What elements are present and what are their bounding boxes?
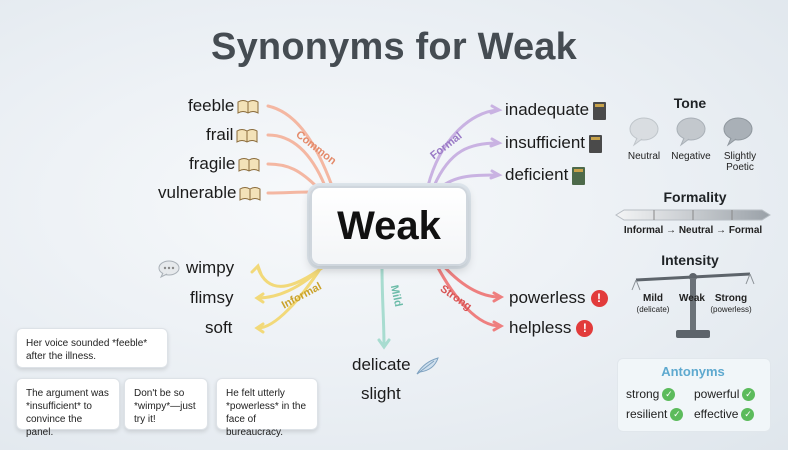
tone-neutral: Neutral xyxy=(627,151,661,162)
page-title: Synonyms for Weak xyxy=(211,26,577,68)
check-icon: ✓ xyxy=(741,408,755,422)
tone-negative: Negative xyxy=(671,151,711,162)
arrow-mild xyxy=(377,338,391,350)
tone-title: Tone xyxy=(673,95,707,111)
intensity-mild-sub: (delicate) xyxy=(636,305,670,314)
example-note-2: The argument was *insufficient* to convi… xyxy=(16,378,120,438)
word-common-4: vulnerable xyxy=(158,183,261,203)
antonyms-title: Antonyms xyxy=(661,364,725,379)
check-icon: ✓ xyxy=(662,388,676,402)
connector-common-3 xyxy=(266,162,320,190)
closed-book-icon xyxy=(593,101,607,120)
connector-common-1 xyxy=(266,104,334,188)
word-informal-1: wimpy xyxy=(158,258,234,278)
word-informal-2: flimsy xyxy=(190,288,234,307)
example-note-3: Don't be so *wimpy*—just try it! xyxy=(124,378,208,430)
antonym-effective: effective✓ xyxy=(694,407,764,422)
tone-bubbles xyxy=(629,117,753,147)
connector-formal-1 xyxy=(426,108,500,188)
arrow-formal-2 xyxy=(489,137,503,148)
center-word: Weak xyxy=(310,186,468,266)
word-mild-1: delicate xyxy=(352,355,440,376)
connector-mild xyxy=(380,264,386,348)
word-formal-3: deficient xyxy=(505,165,587,186)
exclamation-icon: ! xyxy=(576,320,594,338)
tone-slightly-poetic: Slightly Poetic xyxy=(723,151,757,173)
closed-book-icon xyxy=(589,134,603,153)
intensity-title: Intensity xyxy=(661,252,719,268)
antonym-strong: strong✓ xyxy=(626,387,690,402)
poetic-bubble-icon xyxy=(723,117,753,147)
arrow-formal-1 xyxy=(489,104,503,115)
formality-scale-bar xyxy=(615,209,771,221)
word-common-1: feeble xyxy=(188,96,259,116)
arrow-strong-2 xyxy=(492,320,505,332)
arrow-informal-3 xyxy=(254,322,265,334)
word-informal-3: soft xyxy=(205,318,233,337)
antonym-resilient: resilient✓ xyxy=(626,407,690,422)
antonym-powerful: powerful✓ xyxy=(694,387,764,402)
formality-scale-label: Informal → Neutral → Formal xyxy=(623,225,763,236)
closed-book-icon xyxy=(572,166,586,185)
arrow-formal-3 xyxy=(489,169,503,180)
open-book-icon xyxy=(237,99,259,114)
word-mild-2: slight xyxy=(361,384,401,403)
check-icon: ✓ xyxy=(742,388,756,402)
connector-strong-1 xyxy=(438,260,502,299)
open-book-icon xyxy=(239,186,261,201)
connector-formal-3 xyxy=(438,173,500,190)
connector-common-2 xyxy=(266,133,327,188)
intensity-mild-label: Mild xyxy=(643,293,663,304)
speech-bubble-icon xyxy=(158,260,180,278)
connector-strong-2 xyxy=(434,262,502,328)
word-formal-1: inadequate xyxy=(505,100,608,121)
check-icon: ✓ xyxy=(670,408,684,422)
open-book-icon xyxy=(236,128,258,143)
balance-scale-icon xyxy=(631,272,755,338)
word-common-2: frail xyxy=(206,125,258,145)
intensity-weak-label: Weak xyxy=(679,293,705,304)
connector-informal-3 xyxy=(256,264,324,330)
open-book-icon xyxy=(238,157,260,172)
exclamation-icon: ! xyxy=(590,290,608,308)
negative-bubble-icon xyxy=(676,117,706,147)
neutral-bubble-icon xyxy=(629,117,659,147)
word-formal-2: insufficient xyxy=(505,133,604,154)
arrow-informal-2 xyxy=(254,292,265,304)
arrow-strong-1 xyxy=(492,291,505,303)
connector-common-4 xyxy=(266,190,314,195)
example-note-4: He felt utterly *powerless* in the face … xyxy=(216,378,318,438)
feather-icon xyxy=(416,356,439,374)
word-common-3: fragile xyxy=(189,154,260,174)
formality-title: Formality xyxy=(663,189,727,205)
arrow-informal-1 xyxy=(250,263,263,276)
intensity-strong-sub: (powerless) xyxy=(710,305,752,314)
word-strong-1: powerless! xyxy=(509,288,608,308)
example-note-1: Her voice sounded *feeble* after the ill… xyxy=(16,328,168,368)
connector-formal-2 xyxy=(432,141,500,188)
intensity-strong-label: Strong xyxy=(714,293,748,304)
word-strong-2: helpless! xyxy=(509,318,594,338)
